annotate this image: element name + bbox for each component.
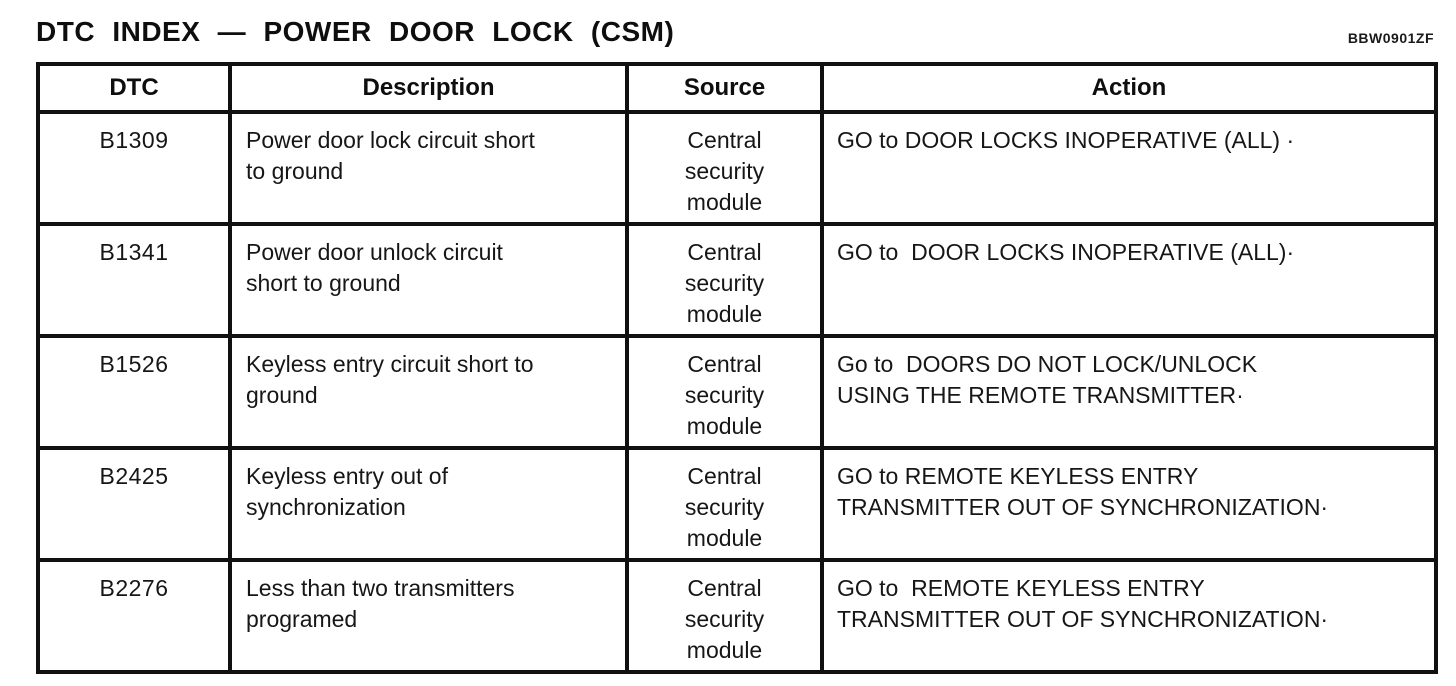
table-row: B2276 Less than two transmitters program…: [36, 558, 1438, 674]
dtc-cell: B1309: [36, 110, 232, 226]
source-cell: Central security module: [625, 446, 824, 562]
description-cell: Keyless entry out of synchronization: [228, 446, 629, 562]
dtc-cell: B1526: [36, 334, 232, 450]
table-row: B1341 Power door unlock circuit short to…: [36, 222, 1438, 338]
doc-reference-code: BBW0901ZF: [1347, 30, 1434, 46]
action-cell: Go to DOORS DO NOT LOCK/UNLOCK USING THE…: [820, 334, 1438, 450]
source-cell: Central security module: [625, 334, 824, 450]
description-cell: Power door lock circuit short to ground: [228, 110, 629, 226]
page-header: DTC INDEX — POWER DOOR LOCK (CSM) BBW090…: [36, 14, 1434, 58]
table-header-row: DTC Description Source Action: [36, 62, 1438, 114]
description-cell: Power door unlock circuit short to groun…: [228, 222, 629, 338]
description-cell: Less than two transmitters programed: [228, 558, 629, 674]
action-cell: GO to DOOR LOCKS INOPERATIVE (ALL)·: [820, 222, 1438, 338]
dtc-cell: B1341: [36, 222, 232, 338]
description-cell: Keyless entry circuit short to ground: [228, 334, 629, 450]
page-title: DTC INDEX — POWER DOOR LOCK (CSM): [36, 16, 675, 47]
source-cell: Central security module: [625, 222, 824, 338]
dtc-cell: B2276: [36, 558, 232, 674]
action-cell: GO to REMOTE KEYLESS ENTRY TRANSMITTER O…: [820, 446, 1438, 562]
source-cell: Central security module: [625, 558, 824, 674]
column-header-source: Source: [625, 62, 824, 114]
column-header-dtc: DTC: [36, 62, 232, 114]
table-row: B2425 Keyless entry out of synchronizati…: [36, 446, 1438, 562]
action-cell: GO to DOOR LOCKS INOPERATIVE (ALL) ·: [820, 110, 1438, 226]
action-cell: GO to REMOTE KEYLESS ENTRY TRANSMITTER O…: [820, 558, 1438, 674]
dtc-cell: B2425: [36, 446, 232, 562]
table-row: B1526 Keyless entry circuit short to gro…: [36, 334, 1438, 450]
dtc-index-table: DTC Description Source Action B1309 Powe…: [36, 62, 1438, 674]
column-header-action: Action: [820, 62, 1438, 114]
source-cell: Central security module: [625, 110, 824, 226]
column-header-description: Description: [228, 62, 629, 114]
table-row: B1309 Power door lock circuit short to g…: [36, 110, 1438, 226]
